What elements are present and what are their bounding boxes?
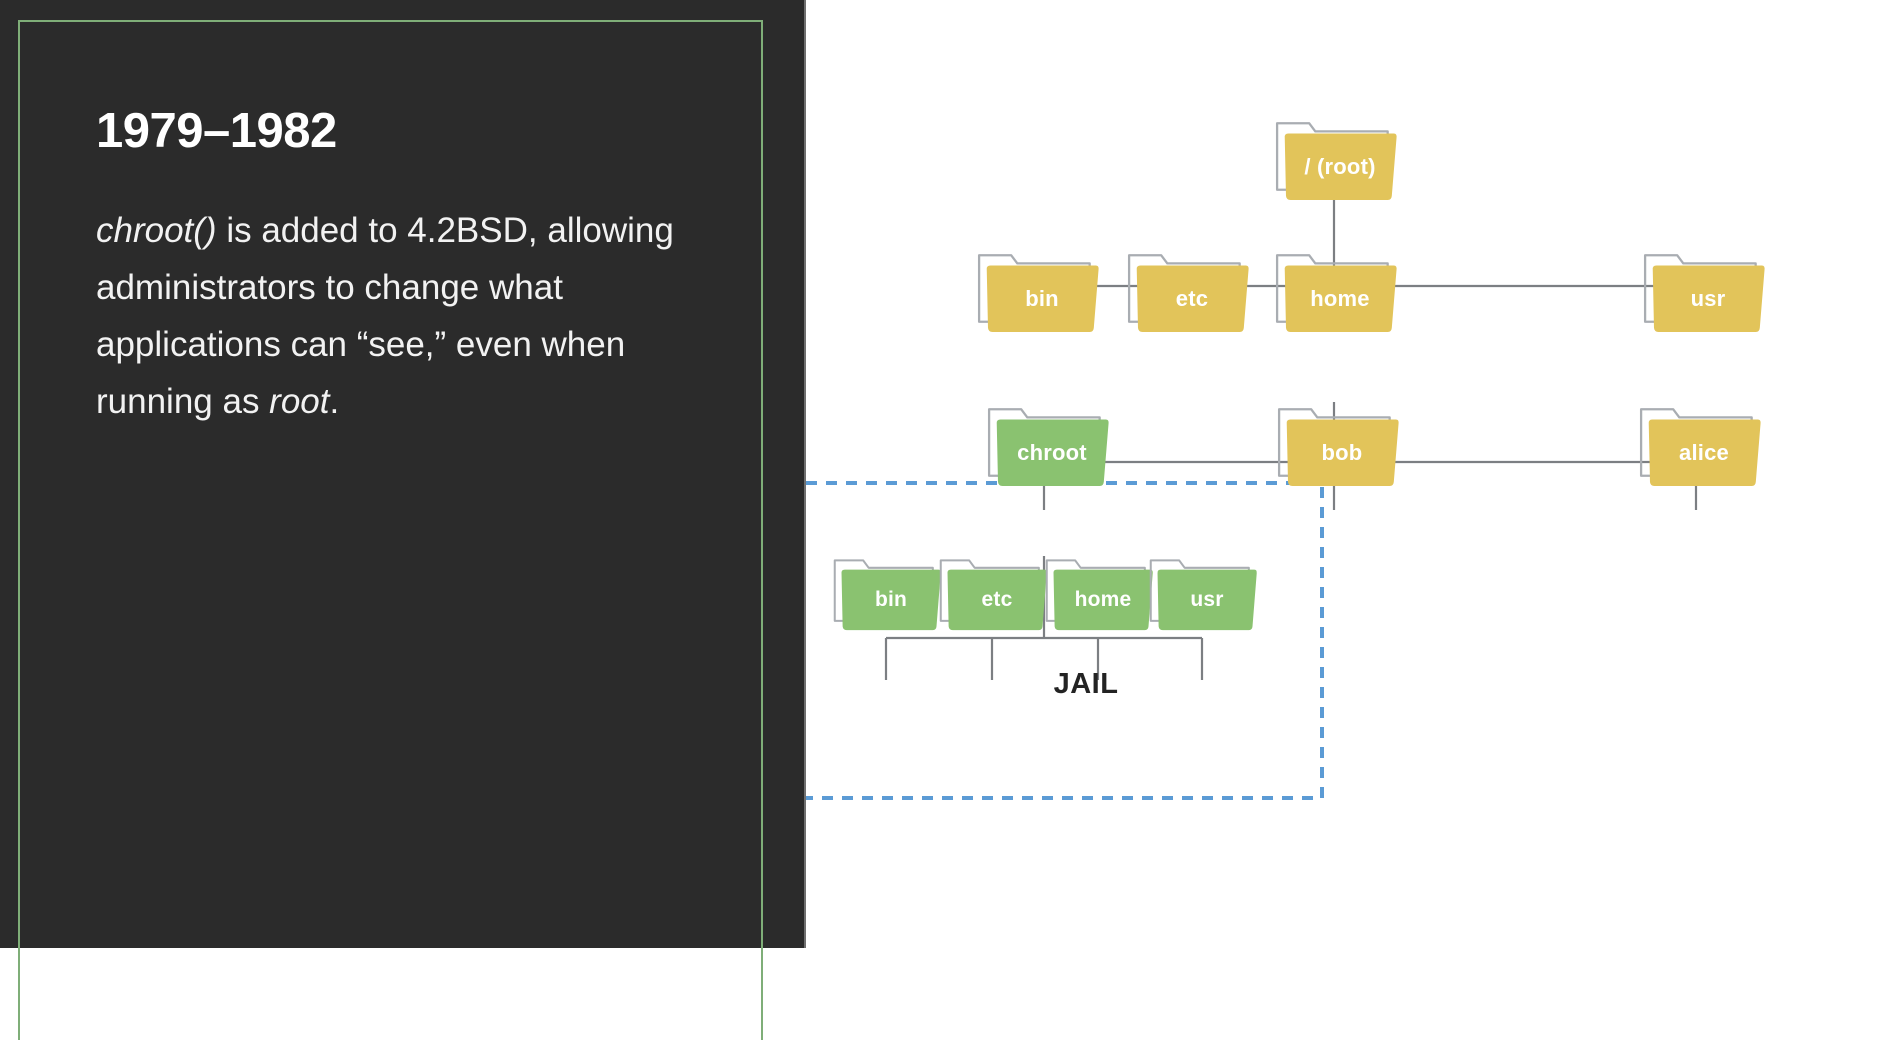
node-label-alice: alice xyxy=(1679,440,1729,465)
node-label-jail-etc: etc xyxy=(981,588,1013,611)
node-label-chroot: chroot xyxy=(1017,440,1087,465)
node-jail-home[interactable]: home xyxy=(1048,566,1158,634)
slide-body-text: chroot() is added to 4.2BSD, allowing ad… xyxy=(96,203,696,430)
node-alice[interactable]: alice xyxy=(1642,416,1766,490)
panel-content: 1979–1982 chroot() is added to 4.2BSD, a… xyxy=(96,104,696,430)
node-jail-etc[interactable]: etc xyxy=(942,566,1052,634)
node-home[interactable]: home xyxy=(1278,262,1402,336)
node-jail-bin[interactable]: bin xyxy=(836,566,946,634)
node-bin[interactable]: bin xyxy=(980,262,1104,336)
jail-boundary-box xyxy=(806,481,1324,800)
left-text-panel: 1979–1982 chroot() is added to 4.2BSD, a… xyxy=(0,0,806,1040)
node-jail-usr[interactable]: usr xyxy=(1152,566,1262,634)
node-usr[interactable]: usr xyxy=(1646,262,1770,336)
panel-divider xyxy=(804,0,806,948)
filesystem-tree-diagram: / (root) bin etc home usr chroot bob ali… xyxy=(806,0,1898,948)
body-segment-chroot: chroot() xyxy=(96,211,217,251)
diagram-canvas xyxy=(806,122,1766,800)
node-root[interactable]: / (root) xyxy=(1278,130,1402,204)
node-label-usr: usr xyxy=(1690,286,1726,311)
node-bob[interactable]: bob xyxy=(1280,416,1404,490)
node-label-bob: bob xyxy=(1321,440,1363,465)
body-segment-main: is added to 4.2BSD, allowing administrat… xyxy=(96,211,674,421)
body-segment-root: root xyxy=(269,381,330,421)
node-chroot[interactable]: chroot xyxy=(990,416,1114,490)
node-label-etc: etc xyxy=(1175,286,1209,311)
node-label-home: home xyxy=(1310,286,1370,311)
node-etc[interactable]: etc xyxy=(1130,262,1254,336)
node-label-jail-home: home xyxy=(1074,588,1132,611)
body-segment-period: . xyxy=(329,381,340,421)
jail-label: JAIL xyxy=(1053,668,1119,700)
node-label-bin: bin xyxy=(1025,286,1059,311)
node-label-jail-usr: usr xyxy=(1190,588,1224,611)
node-label-jail-bin: bin xyxy=(874,588,908,611)
node-label-root: / (root) xyxy=(1304,154,1376,179)
page-title: 1979–1982 xyxy=(96,104,337,158)
